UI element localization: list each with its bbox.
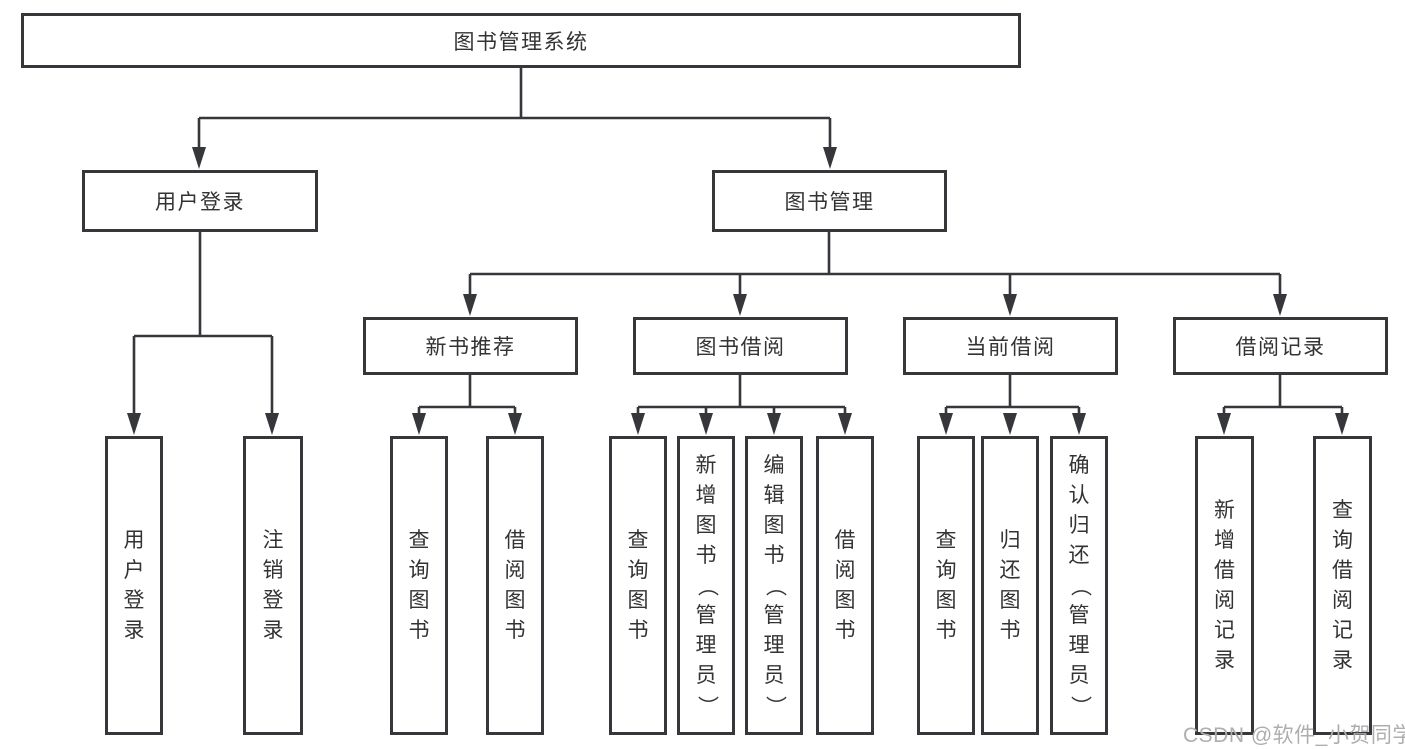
leaf-add-books-admin: 新增图书（管理员） [677,436,735,735]
leaf-borrow-books: 借阅图书 [816,436,874,735]
node-book-management: 图书管理 [712,170,947,232]
leaf-current-query-books: 查询图书 [917,436,975,735]
leaf-recommend-query-books: 查询图书 [390,436,448,735]
node-label: 图书管理 [784,191,875,214]
leaf-label: 新增借阅记录 [1214,498,1235,672]
node-book-borrowing: 图书借阅 [633,317,848,375]
leaf-label: 确认归还（管理员） [1068,453,1091,717]
node-label: 当前借阅 [965,336,1056,359]
leaf-label: 新增图书（管理员） [695,453,718,717]
node-label: 用户登录 [155,191,245,214]
leaf-borrowing-query-books: 查询图书 [609,436,667,735]
leaf-label: 用户登录 [123,528,145,642]
leaf-query-borrow-record: 查询借阅记录 [1313,436,1372,735]
leaf-recommend-borrow-books: 借阅图书 [486,436,544,735]
leaf-confirm-return-admin: 确认归还（管理员） [1050,436,1108,735]
leaf-add-borrow-record: 新增借阅记录 [1195,436,1254,735]
leaf-label: 查询图书 [627,528,649,642]
leaf-return-books: 归还图书 [981,436,1039,735]
watermark: CSDN @软件_小贺同学 [1183,724,1405,747]
node-book-management-system: 图书管理系统 [21,13,1021,68]
leaf-user-login: 用户登录 [105,436,163,735]
node-borrowing-records: 借阅记录 [1173,317,1388,375]
node-label: 新书推荐 [425,336,516,359]
leaf-label: 查询图书 [935,528,957,642]
leaf-label: 归还图书 [999,528,1021,642]
leaf-logout: 注销登录 [243,436,303,735]
node-label: 借阅记录 [1235,336,1326,359]
node-current-borrowing: 当前借阅 [903,317,1118,375]
node-label: 图书管理系统 [453,30,589,54]
node-label: 图书借阅 [695,336,786,359]
leaf-label: 查询图书 [408,528,430,642]
node-user-login: 用户登录 [82,170,318,232]
leaf-label: 注销登录 [262,528,284,642]
leaf-label: 查询借阅记录 [1332,498,1353,672]
leaf-label: 借阅图书 [504,528,526,642]
leaf-label: 借阅图书 [834,528,856,642]
node-new-book-recommendation: 新书推荐 [363,317,578,375]
leaf-edit-books-admin: 编辑图书（管理员） [745,436,803,735]
leaf-label: 编辑图书（管理员） [763,453,786,717]
